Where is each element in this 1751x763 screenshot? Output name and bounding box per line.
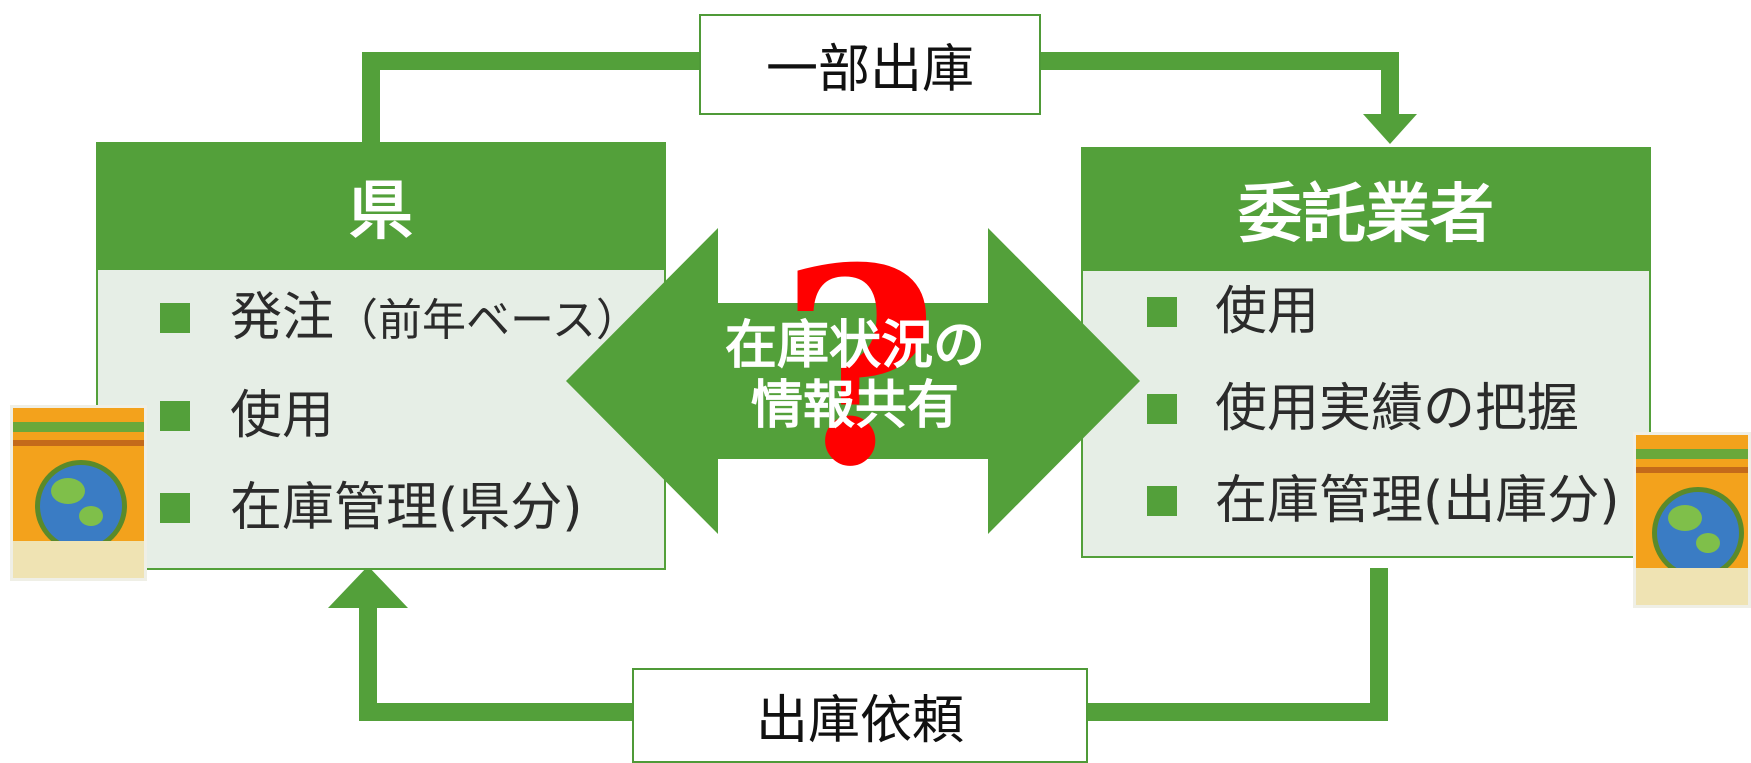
list-item: 発注（前年ベース） (98, 288, 664, 348)
left-booklet-image (10, 405, 147, 581)
square-bullet-icon (160, 401, 190, 431)
prefecture-task-list: 発注（前年ベース） 使用 在庫管理(県分) (98, 144, 664, 568)
bottom-flow-arrowhead (328, 566, 408, 608)
list-item-text: 使用実績の把握 (1215, 379, 1580, 439)
list-item-note: （前年ベース） (334, 295, 640, 346)
prefecture-panel-title: 県 (349, 175, 413, 249)
list-item: 使用 (98, 386, 664, 446)
question-mark: ? (780, 208, 939, 526)
bottom-flow-label: 出庫依頼 (632, 668, 1088, 763)
prefecture-panel: 県 発注（前年ベース） 使用 在庫管理(県分) (96, 142, 666, 570)
list-item-text: 在庫管理(県分) (230, 478, 583, 538)
list-item: 在庫管理(県分) (98, 478, 664, 538)
list-item-text: 発注（前年ベース） (230, 288, 640, 348)
square-bullet-icon (1147, 394, 1177, 424)
top-flow-text: 一部出庫 (765, 40, 974, 100)
list-item: 在庫管理(出庫分) (1083, 471, 1649, 531)
list-item: 使用 (1083, 282, 1649, 342)
list-item: 使用実績の把握 (1083, 379, 1649, 439)
contractor-panel-header: 委託業者 (1081, 147, 1651, 271)
top-flow-arrowhead (1363, 114, 1417, 144)
square-bullet-icon (160, 303, 190, 333)
info-sharing-line-1: 在庫状況の (724, 316, 985, 376)
contractor-task-list: 使用 使用実績の把握 在庫管理(出庫分) (1083, 149, 1649, 556)
square-bullet-icon (160, 493, 190, 523)
list-item-text: 使用 (1215, 282, 1320, 342)
contractor-panel-title: 委託業者 (1238, 178, 1494, 252)
double-headed-arrow-icon (566, 228, 1140, 534)
list-item-text: 使用 (230, 386, 335, 446)
square-bullet-icon (1147, 486, 1177, 516)
info-sharing-label: 在庫状況の 情報共有 (700, 316, 1010, 436)
contractor-panel: 委託業者 使用 使用実績の把握 在庫管理(出庫分) (1081, 147, 1651, 558)
prefecture-panel-header: 県 (96, 142, 666, 270)
top-flow-label: 一部出庫 (699, 14, 1041, 115)
bottom-flow-text: 出庫依頼 (755, 691, 964, 751)
right-booklet-image (1633, 432, 1751, 608)
info-sharing-line-2: 情報共有 (750, 376, 959, 436)
square-bullet-icon (1147, 297, 1177, 327)
list-item-text: 在庫管理(出庫分) (1215, 471, 1620, 531)
